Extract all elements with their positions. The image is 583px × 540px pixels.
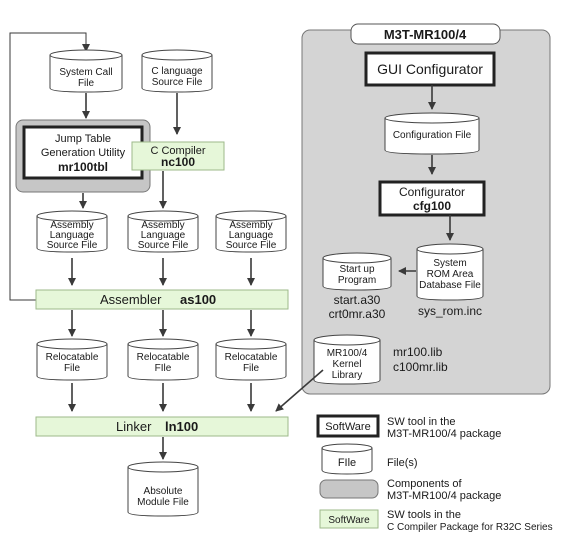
startup-program-cylinder: Start up Program bbox=[322, 252, 392, 291]
lib-file-2: c100mr.lib bbox=[393, 360, 448, 374]
system-rom-database-cylinder: System ROM Area Database File bbox=[416, 243, 484, 301]
legend-sw-tool-sample bbox=[316, 414, 380, 438]
c-compiler-box bbox=[131, 141, 225, 171]
assembler-name: as100 bbox=[180, 292, 216, 307]
assembly-source-2-line2: Language bbox=[141, 230, 186, 241]
package-title-box bbox=[350, 23, 501, 45]
relocatable-1-line2: File bbox=[64, 363, 81, 374]
system-rom-db-line2: ROM Area bbox=[427, 269, 474, 280]
c-compiler-label: C Compiler bbox=[150, 145, 205, 157]
system-rom-db-line1: System bbox=[433, 258, 466, 269]
startup-program-line1: Start up bbox=[339, 264, 374, 275]
absolute-module-line1: Absolute bbox=[144, 486, 183, 497]
legend-compiler-tool-sample bbox=[319, 509, 379, 529]
sys-rom-file: sys_rom.inc bbox=[418, 304, 482, 318]
relocatable-3-line2: File bbox=[243, 363, 260, 374]
assembly-source-1-line3: Source File bbox=[47, 240, 98, 251]
configurator-box bbox=[378, 180, 486, 217]
legend: SoftWare SW tool in the M3T-MR100/4 pack… bbox=[316, 414, 553, 533]
legend-component-desc-2: M3T-MR100/4 package bbox=[387, 490, 501, 502]
linker-box bbox=[35, 416, 289, 437]
legend-component-desc-1: Components of bbox=[387, 478, 463, 490]
kernel-library-line1: MR100/4 bbox=[327, 348, 368, 359]
jump-table-name: mr100tbl bbox=[58, 160, 108, 174]
assembly-source-3-line1: Assembly bbox=[229, 220, 272, 231]
jump-table-box bbox=[22, 125, 144, 180]
legend-sw-tool-sample-text: SoftWare bbox=[325, 421, 370, 433]
configurator-name: cfg100 bbox=[413, 199, 451, 213]
linker-label: Linker bbox=[116, 419, 152, 434]
relocatable-2-line2: FIle bbox=[155, 363, 172, 374]
startup-file-1: start.a30 bbox=[334, 293, 381, 307]
assembly-source-3-line2: Language bbox=[229, 230, 274, 241]
assembly-source-1-line1: Assembly bbox=[50, 220, 93, 231]
legend-sw-tool-desc-1: SW tool in the bbox=[387, 416, 455, 428]
legend-file-desc: File(s) bbox=[387, 457, 418, 469]
legend-component-sample bbox=[319, 479, 379, 499]
gui-configurator-label: GUI Configurator bbox=[377, 61, 483, 77]
c-source-file-cylinder: C language Source File bbox=[141, 49, 213, 93]
legend-file-sample: FIle bbox=[321, 443, 373, 475]
jump-table-line1: Jump Table bbox=[55, 133, 111, 145]
kernel-library-line3: Library bbox=[332, 370, 363, 381]
relocatable-file-1: Relocatable File bbox=[36, 338, 108, 381]
configuration-file-cylinder: Configuration File bbox=[384, 112, 480, 155]
system-call-file-cylinder: System Call File bbox=[49, 49, 123, 93]
legend-compiler-tool-desc-2: C Compiler Package for R32C Series bbox=[387, 522, 553, 533]
assembly-source-file-3: Assembly Language Source File bbox=[215, 210, 287, 253]
startup-file-2: crt0mr.a30 bbox=[329, 307, 386, 321]
assembly-source-file-2: Assembly Language Source File bbox=[127, 210, 199, 253]
legend-compiler-tool-sample-text: SoftWare bbox=[328, 515, 370, 526]
assembly-source-file-1: Assembly Language Source File bbox=[36, 210, 108, 253]
system-rom-db-line3: Database File bbox=[419, 280, 481, 291]
relocatable-1-line1: Relocatable bbox=[46, 352, 99, 363]
assembler-box bbox=[35, 289, 289, 310]
system-call-file-line1: System Call bbox=[59, 67, 112, 78]
absolute-module-line2: Module File bbox=[137, 497, 189, 508]
relocatable-file-3: Relocatable File bbox=[215, 338, 287, 381]
assembly-source-3-line3: Source File bbox=[226, 240, 277, 251]
c-compiler-name: nc100 bbox=[161, 155, 195, 169]
lib-file-1: mr100.lib bbox=[393, 345, 443, 359]
assembler-label: Assembler bbox=[100, 292, 162, 307]
relocatable-3-line1: Relocatable bbox=[225, 352, 278, 363]
c-source-file-line2: Source File bbox=[152, 77, 203, 88]
system-call-file-line2: File bbox=[78, 78, 95, 89]
package-title: M3T-MR100/4 bbox=[384, 27, 467, 42]
configuration-file-label: Configuration File bbox=[393, 130, 472, 141]
relocatable-2-line1: Relocatable bbox=[137, 352, 190, 363]
legend-compiler-tool-desc-1: SW tools in the bbox=[387, 509, 461, 521]
jump-table-line2: Generation Utility bbox=[41, 147, 126, 159]
kernel-library-line2: Kernel bbox=[333, 359, 362, 370]
absolute-module-file: Absolute Module File bbox=[127, 461, 199, 517]
kernel-library-cylinder: MR100/4 Kernel Library bbox=[313, 334, 381, 385]
legend-sw-tool-desc-2: M3T-MR100/4 package bbox=[387, 428, 501, 440]
gui-configurator-box bbox=[364, 51, 496, 87]
linker-name: ln100 bbox=[165, 419, 198, 434]
legend-file-sample-text: FIle bbox=[338, 457, 356, 469]
c-source-file-line1: C language bbox=[151, 66, 203, 77]
assembly-source-1-line2: Language bbox=[50, 230, 95, 241]
assembly-source-2-line3: Source File bbox=[138, 240, 189, 251]
assembly-source-2-line1: Assembly bbox=[141, 220, 184, 231]
startup-program-line2: Program bbox=[338, 275, 376, 286]
relocatable-file-2: Relocatable FIle bbox=[127, 338, 199, 381]
configurator-label: Configurator bbox=[399, 185, 465, 199]
